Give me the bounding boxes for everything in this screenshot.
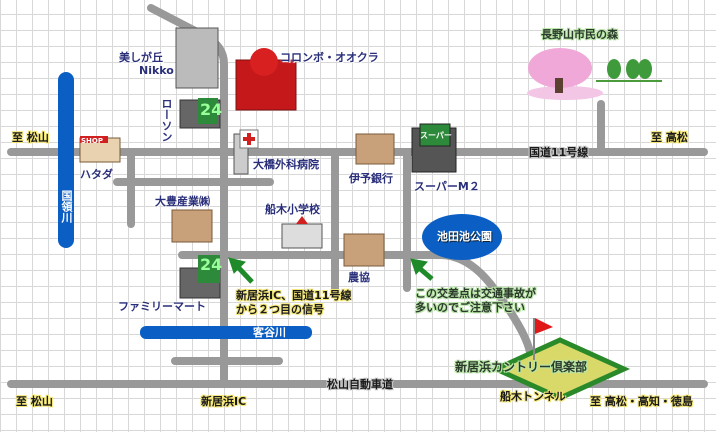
cherry-tree-icon [528, 48, 592, 88]
building-icons [79, 27, 457, 299]
hospital-label[interactable]: 大橋外科病院 [253, 158, 319, 171]
iyo-bank-label[interactable]: 伊予銀行 [349, 172, 393, 185]
golf-flag-icon [535, 318, 553, 334]
shop-sign: SHOP [81, 137, 103, 145]
nokyo-label[interactable]: 農協 [348, 271, 370, 284]
golf-course-icon [489, 337, 631, 401]
to-takamatsu-bottom: 至 高松・高知・徳島 [590, 395, 693, 408]
to-matsuyama-bottom: 至 松山 [16, 395, 53, 408]
colombo-label[interactable]: コロンボ・オオクラ [280, 51, 379, 64]
funaki-tunnel-label: 船木トンネル [500, 390, 566, 403]
directions-note-2: から２つ目の信号 [236, 303, 324, 316]
kyakudani-river [140, 326, 312, 339]
caution-note-2: 多いのでご注意下さい [415, 301, 525, 314]
lawson-sign: 24 [200, 100, 223, 119]
directions-note-1: 新居浜IC、国道11号線 [236, 289, 352, 302]
super-m2-label[interactable]: スーパーM２ [414, 180, 480, 193]
ikedaike-park-label[interactable]: 池田池公園 [437, 230, 492, 243]
route11-label: 国道11号線 [529, 146, 589, 159]
to-takamatsu-top: 至 高松 [651, 131, 688, 144]
nikko-label[interactable]: 美しが丘 [119, 51, 163, 64]
to-matsuyama-top: 至 松山 [12, 131, 49, 144]
niihama-ic-label: 新居浜IC [201, 395, 247, 408]
arrow-icon [228, 257, 434, 284]
super-sign: スーパー [420, 131, 452, 140]
nikko-label-2[interactable]: Nikko [139, 64, 174, 77]
kokuryo-river [58, 72, 74, 248]
roads [7, 4, 708, 388]
daido-label[interactable]: 大豊産業㈱ [155, 195, 210, 208]
kyakudani-river-label: 客谷川 [253, 326, 286, 339]
expressway-label: 松山自動車道 [327, 378, 393, 391]
funaki-school-label[interactable]: 船木小学校 [265, 203, 320, 216]
ikedaike-pond [422, 214, 502, 260]
trees-icon [607, 59, 652, 79]
familymart-label[interactable]: ファミリーマート [118, 300, 206, 313]
caution-note-1: この交差点は交通事故が [415, 287, 536, 300]
country-club-label[interactable]: 新居浜カントリー倶楽部 [455, 360, 588, 374]
familymart-sign: 24 [200, 255, 223, 274]
lawson-label[interactable]: ローソン [160, 98, 173, 142]
kokuryo-river-label: 国領川 [60, 190, 73, 223]
forest-label[interactable]: 長野山市民の森 [541, 28, 618, 41]
hatada-label[interactable]: ハタダ [80, 168, 113, 181]
